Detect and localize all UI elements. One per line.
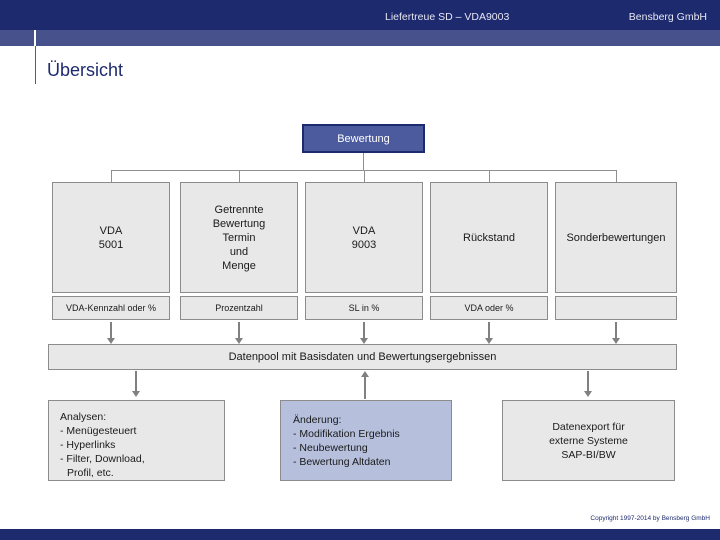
arrow-down-icon [107, 322, 115, 344]
arrow-down-icon [612, 322, 620, 344]
arrow-down-icon [235, 322, 243, 344]
header-bar: Liefertreue SD – VDA9003 Bensberg GmbH [0, 0, 720, 30]
node-datenexport: Datenexport für externe Systeme SAP-BI/B… [502, 400, 675, 481]
arrow-down-icon [132, 371, 140, 397]
metric-label-sl-in-prozent: SL in % [305, 296, 423, 320]
node-line: Termin [222, 231, 256, 244]
header-accent-bar [0, 30, 720, 46]
node-line: Profil, etc. [67, 467, 114, 479]
node-line: Rückstand [463, 231, 515, 244]
metric-text: VDA-Kennzahl oder % [65, 303, 157, 313]
node-line: und [229, 245, 249, 258]
datapool-bar: Datenpool mit Basisdaten und Bewertungse… [48, 344, 677, 370]
node-sonderbewertungen: Sonderbewertungen [555, 182, 677, 293]
node-line: Änderung: [293, 413, 342, 426]
page-title: Übersicht [47, 60, 124, 80]
node-line: 5001 [98, 238, 124, 251]
node-line: - Filter, Download, [60, 453, 145, 465]
connector-root-drop [363, 153, 364, 170]
node-line: Menge [222, 259, 256, 272]
arrow-down-icon [485, 322, 493, 344]
node-line: Datenexport für [552, 420, 625, 433]
arrow-up-icon [361, 371, 369, 399]
metric-label-vda-kennzahl: VDA-Kennzahl oder % [52, 296, 170, 320]
connector-stub-4 [489, 170, 490, 182]
metric-text: VDA oder % [464, 303, 514, 313]
node-line: - Menügesteuert [60, 425, 137, 437]
datapool-label: Datenpool mit Basisdaten und Bewertungse… [228, 351, 497, 363]
header-title: Liefertreue SD – VDA9003 [385, 11, 510, 23]
node-bewertung-label: Bewertung [337, 132, 390, 145]
node-bewertung: Bewertung [302, 124, 425, 153]
arrow-down-icon [360, 322, 368, 344]
header-company-name: Bensberg GmbH [628, 11, 707, 23]
node-line: SAP-BI/BW [561, 448, 616, 461]
node-vda-5001: VDA 5001 [52, 182, 170, 293]
connector-stub-2 [239, 170, 240, 182]
node-vda-9003: VDA 9003 [305, 182, 423, 293]
node-line: - Bewertung Altdaten [293, 455, 391, 468]
node-aenderung: Änderung: - Modifikation Ergebnis - Neub… [280, 400, 452, 481]
footer-bar [0, 529, 720, 540]
node-line: Bewertung [212, 217, 266, 230]
metric-label-empty [555, 296, 677, 320]
node-line: - Hyperlinks [60, 439, 116, 451]
node-line: externe Systeme [549, 434, 628, 447]
node-getrennte-bewertung: Getrennte Bewertung Termin und Menge [180, 182, 298, 293]
copyright-text: Copyright 1997-2014 by Bensberg GmbH [590, 515, 710, 522]
node-line: - Modifikation Ergebnis [293, 427, 400, 440]
connector-stub-1 [111, 170, 112, 182]
node-rueckstand: Rückstand [430, 182, 548, 293]
header-divider-line [34, 30, 36, 46]
node-line: Getrennte [214, 203, 264, 216]
node-line: VDA [99, 224, 123, 237]
node-line: Sonderbewertungen [566, 231, 666, 244]
arrow-down-icon [584, 371, 592, 397]
node-line: Analysen: [60, 411, 107, 423]
connector-stub-5 [616, 170, 617, 182]
metric-label-prozentzahl: Prozentzahl [180, 296, 298, 320]
metric-label-vda-oder-prozent: VDA oder % [430, 296, 548, 320]
node-analysen: Analysen: - Menügesteuert - Hyperlinks -… [48, 400, 225, 481]
connector-stub-3 [364, 170, 365, 182]
node-line: 9003 [351, 238, 377, 251]
node-line: - Neubewertung [293, 441, 368, 454]
title-divider-line [35, 46, 36, 84]
node-line: VDA [352, 224, 376, 237]
metric-text: Prozentzahl [215, 303, 263, 313]
metric-text: SL in % [348, 303, 380, 313]
